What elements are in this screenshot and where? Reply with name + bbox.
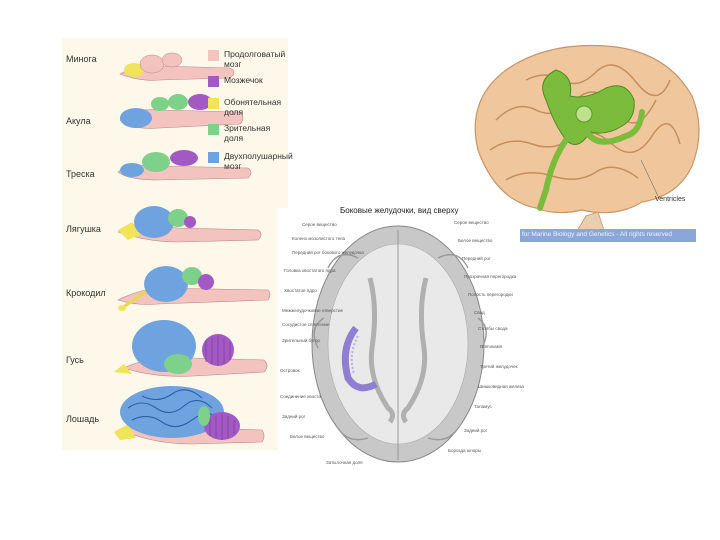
section-label-right-4: Прозрачная перегородка [464, 274, 516, 279]
legend-swatch-cerebrum [208, 152, 219, 163]
row-label-lamprey: Минога [66, 54, 97, 64]
section-title: Боковые желудочки, вид сверху [340, 206, 458, 215]
crocodile-brain [118, 266, 270, 311]
goose-brain [114, 320, 267, 376]
legend-swatch-medulla [208, 50, 219, 61]
section-label-left-10: Соединение хвоста [280, 394, 321, 399]
section-label-left-3: Передний рог бокового желудочка [292, 250, 364, 255]
legend-swatch-olfactory [208, 98, 219, 109]
section-label-left-1: Серое вещество [302, 222, 337, 227]
comparative-brains-panel: Минога Акула Треска Лягушка Крокодил Гус… [62, 38, 288, 450]
row-label-goose: Гусь [66, 355, 84, 365]
section-label-right-5: Полость перегородки [468, 292, 513, 297]
section-label-left-9: Островок [280, 368, 300, 373]
section-label-left-4: Головка хвостатого ядра [284, 268, 336, 273]
section-label-left-5: Хвостатое ядро [284, 288, 317, 293]
row-label-crocodile: Крокодил [66, 288, 106, 298]
section-label-right-10: Шишковидная железа [478, 384, 524, 389]
row-label-frog: Лягушка [66, 224, 101, 234]
section-label-right-3: Передний рог [462, 256, 491, 261]
section-label-right-12: Задний рог [464, 428, 487, 433]
caption-bar: for Marine Biology and Genetics - All ri… [518, 229, 696, 242]
section-label-right-6: Свод [474, 310, 485, 315]
frog-brain [118, 206, 261, 242]
section-label-right-9: Третий желудочек [480, 364, 518, 369]
caption-text: for Marine Biology and Genetics - All ri… [522, 231, 672, 238]
legend-swatch-cerebellum [208, 76, 219, 87]
section-label-left-8: Зрительный бугор [282, 338, 320, 343]
section-label-left-2: Колено мозолистого тела [292, 236, 345, 241]
ventricles-label: Ventricles [655, 196, 685, 203]
section-label-right-8: Гиппокамп [480, 344, 502, 349]
section-label-left-7: Сосудистое сплетение [282, 322, 329, 327]
section-label-left-13: Затылочная доля [326, 460, 363, 465]
lateral-ventricles-section: Боковые желудочки, вид сверху Серое веще… [278, 208, 520, 470]
section-label-left-6: Межжелудочковое отверстие [282, 308, 343, 313]
row-label-cod: Треска [66, 169, 95, 179]
row-label-horse: Лошадь [66, 414, 99, 424]
horse-brain [114, 386, 264, 444]
section-label-right-13: Борозда шпоры [448, 448, 481, 453]
legend-swatch-optic [208, 124, 219, 135]
section-label-right-2: Белое вещество [458, 238, 492, 243]
section-label-right-1: Серое вещество [454, 220, 489, 225]
section-label-left-11: Задний рог [282, 414, 305, 419]
section-label-left-12: Белое вещество [290, 434, 324, 439]
row-label-shark: Акула [66, 116, 91, 126]
section-label-right-11: Таламус [474, 404, 492, 409]
section-label-right-7: Столбы свода [478, 326, 507, 331]
